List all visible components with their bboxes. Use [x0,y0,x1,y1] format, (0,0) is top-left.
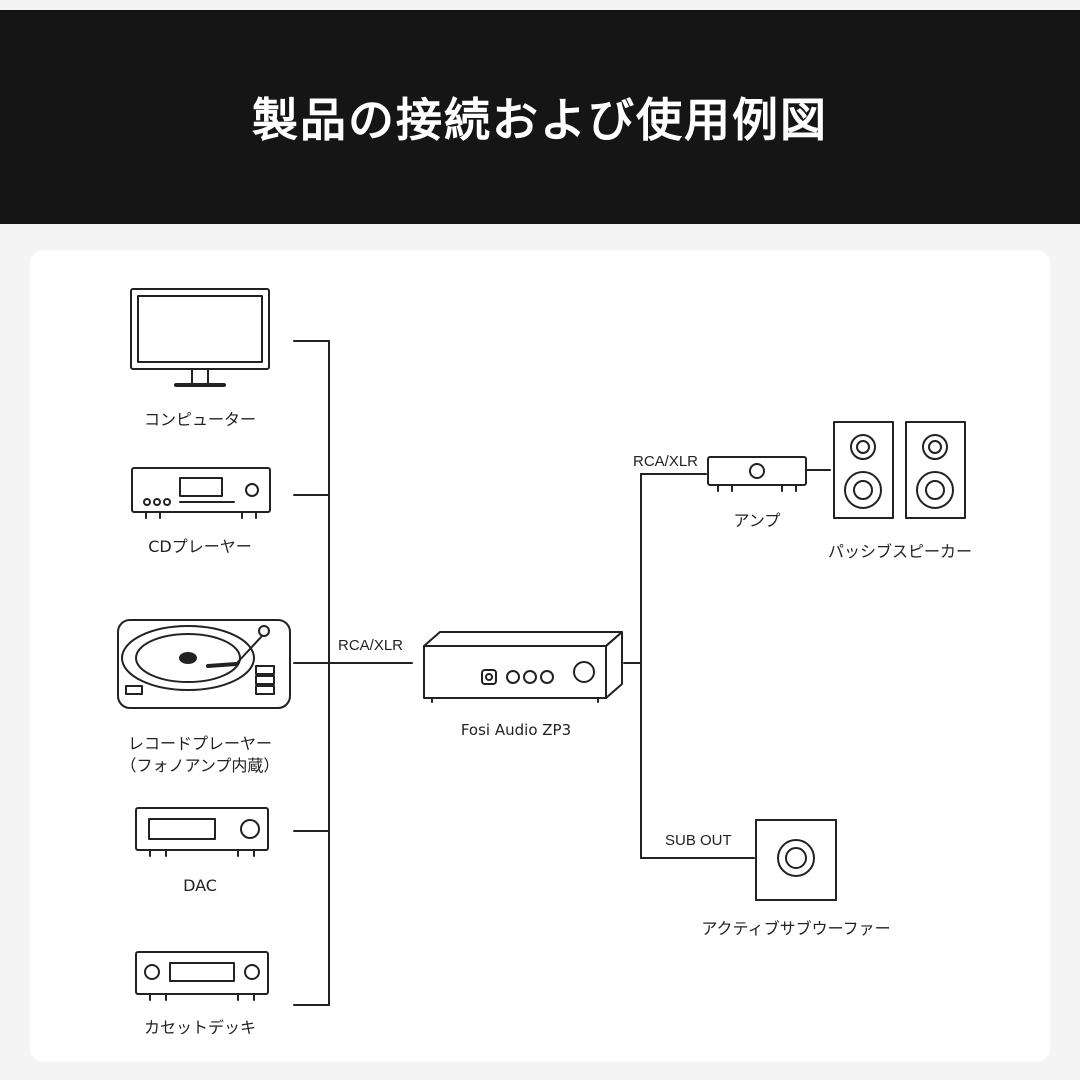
output-connection-lines [623,469,831,859]
amp-label: アンプ [733,511,781,530]
computer-monitor-icon [130,288,270,387]
cd-player-icon [131,467,271,519]
input-connection-lines [293,340,413,1006]
record-player-icon [117,619,291,709]
passive-speakers-icon [833,421,966,519]
amp-connection-label: RCA/XLR [633,453,699,470]
preamp-device-icon [423,631,623,703]
device-label: Fosi Audio ZP3 [460,721,572,739]
source-label-dac: DAC [183,876,217,895]
subwoofer-label: アクティブサブウーファー [701,919,891,938]
cassette-deck-icon [135,951,269,1001]
input-connection-label: RCA/XLR [338,637,404,654]
amplifier-icon [707,456,807,492]
dac-icon [135,807,269,857]
source-label-record-player: レコードプレーヤー [127,734,272,753]
source-label-computer: コンピューター [143,410,256,429]
sub-connection-label: SUB OUT [665,832,732,849]
source-sublabel-record-player: （フォノアンプ内蔵） [120,756,280,775]
source-label-cassette-deck: カセットデッキ [143,1018,256,1037]
source-label-cd-player: CDプレーヤー [148,537,252,556]
speakers-label: パッシブスピーカー [827,542,972,561]
subwoofer-icon [755,819,837,901]
page-title: 製品の接続および使用例図 [252,93,828,147]
header-banner: 製品の接続および使用例図 [0,10,1080,224]
